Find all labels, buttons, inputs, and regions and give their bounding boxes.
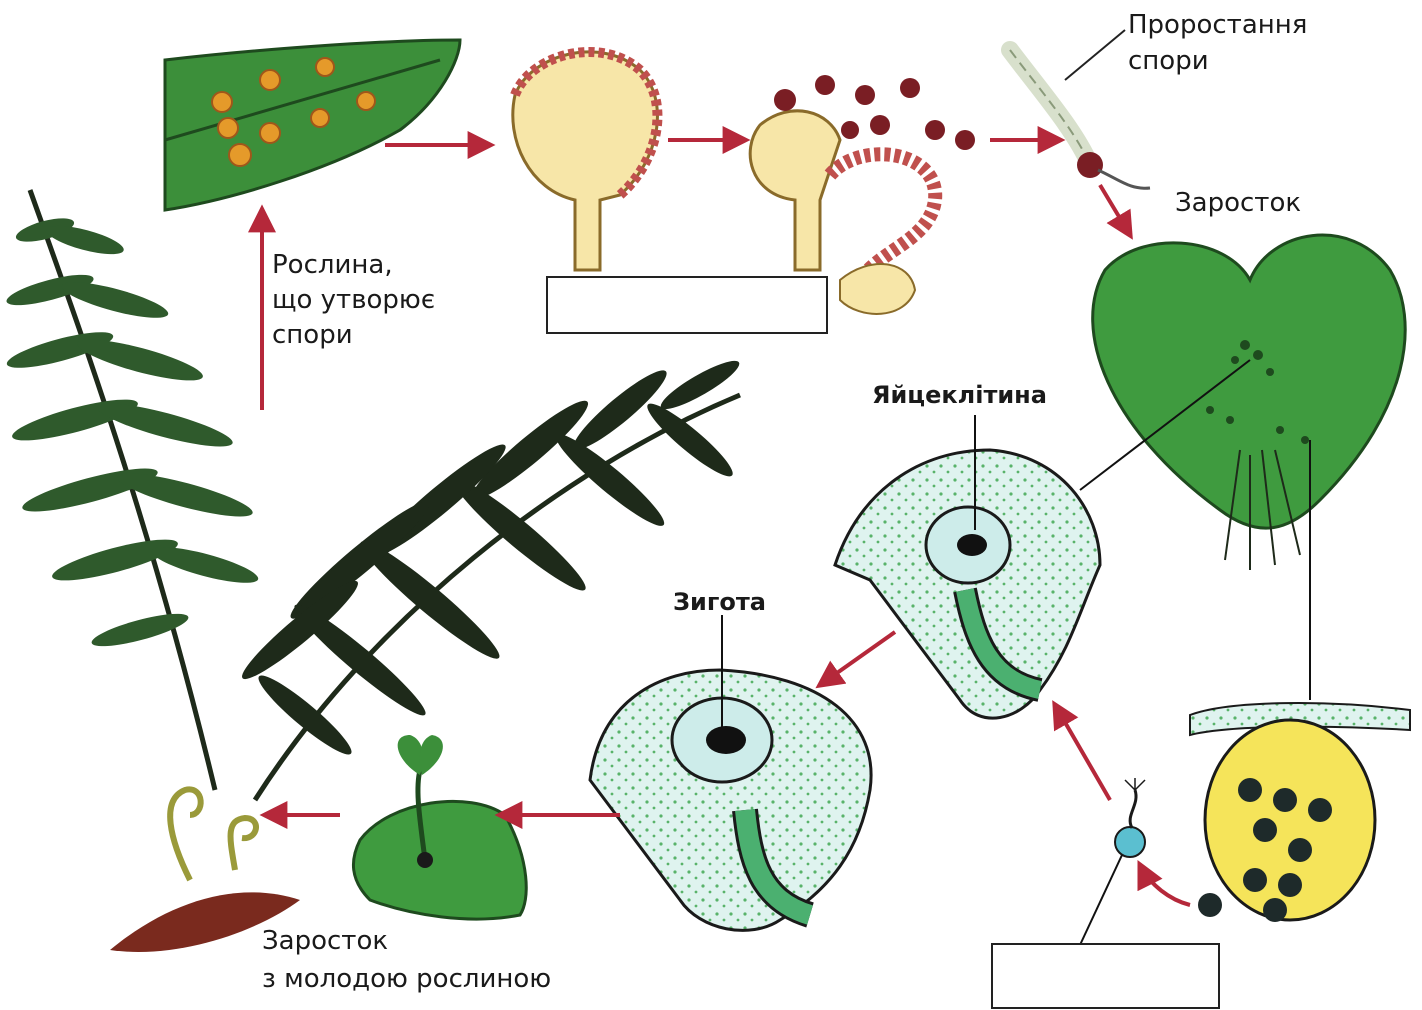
answer-box-sporangium[interactable] [546, 276, 828, 334]
answer-box-sperm[interactable] [991, 943, 1220, 1009]
spore-germination-label-line1: Проростання [1128, 8, 1307, 42]
frond-with-sori [165, 40, 460, 210]
zygote-label: Зигота [673, 585, 766, 619]
prothallus-young-label-line2: з молодою рослиною [262, 962, 551, 996]
spore-plant-label-line3: спори [272, 318, 353, 352]
archegonium-egg [835, 415, 1100, 718]
egg-cell-label: Яйцеклітина [872, 378, 1047, 412]
sporangium-closed [513, 52, 658, 270]
spore-plant-label-line1: Рослина, [272, 248, 393, 282]
prothallus-young-plant [353, 735, 526, 919]
spore-plant-label-line2: що утворює [272, 283, 435, 317]
sperm-cell [1080, 778, 1145, 945]
prothallus-young-label-line1: Заросток [262, 924, 388, 958]
antheridium [1190, 703, 1410, 922]
spore-germination-label-line2: спори [1128, 44, 1209, 78]
prothallus-heart [1080, 235, 1405, 700]
prothallus-label: Заросток [1175, 186, 1301, 220]
zygote-cell-group [590, 615, 871, 930]
